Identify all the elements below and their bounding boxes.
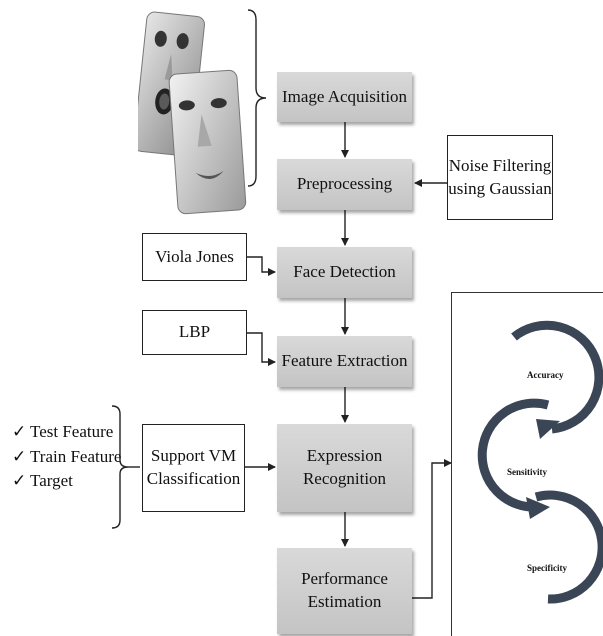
checklist-item: ✓Target bbox=[12, 469, 121, 494]
stage-face-detection: Face Detection bbox=[277, 247, 412, 298]
metric-specificity: Specificity bbox=[527, 563, 567, 573]
box-noise-filtering: Noise Filtering using Gaussian bbox=[447, 135, 553, 220]
checkmark-icon: ✓ bbox=[12, 422, 27, 441]
stage-expression-recognition: Expression Recognition bbox=[277, 424, 412, 512]
box-viola-jones: Viola Jones bbox=[142, 233, 247, 281]
checklist-item: ✓Test Feature bbox=[12, 420, 121, 445]
metric-accuracy: Accuracy bbox=[527, 370, 564, 380]
box-lbp: LBP bbox=[142, 310, 247, 355]
face-photo-neutral bbox=[168, 69, 247, 215]
checkmark-icon: ✓ bbox=[12, 471, 27, 491]
arrow-lbp-to-feat bbox=[247, 332, 276, 366]
arrow-viola-to-face bbox=[247, 256, 276, 276]
arrow-perf-to-metrics bbox=[412, 459, 452, 599]
stage-image-acquisition: Image Acquisition bbox=[277, 72, 412, 122]
box-svm-classification: Support VM Classification bbox=[142, 424, 245, 512]
stage-performance-estimation: Performance Estimation bbox=[277, 548, 412, 634]
face-photos bbox=[133, 10, 248, 220]
metrics-cycle-arcs bbox=[477, 320, 603, 604]
image-brace bbox=[247, 9, 267, 187]
metrics-panel: Accuracy Sensitivity Specificity bbox=[451, 292, 603, 636]
checklist: ✓Test Feature ✓Train Feature ✓Target bbox=[12, 420, 121, 494]
metric-sensitivity: Sensitivity bbox=[507, 467, 548, 477]
checklist-item: ✓Train Feature bbox=[12, 445, 121, 470]
stage-feature-extraction: Feature Extraction bbox=[277, 336, 412, 387]
stage-preprocessing: Preprocessing bbox=[277, 159, 412, 210]
checkmark-icon: ✓ bbox=[12, 446, 27, 466]
